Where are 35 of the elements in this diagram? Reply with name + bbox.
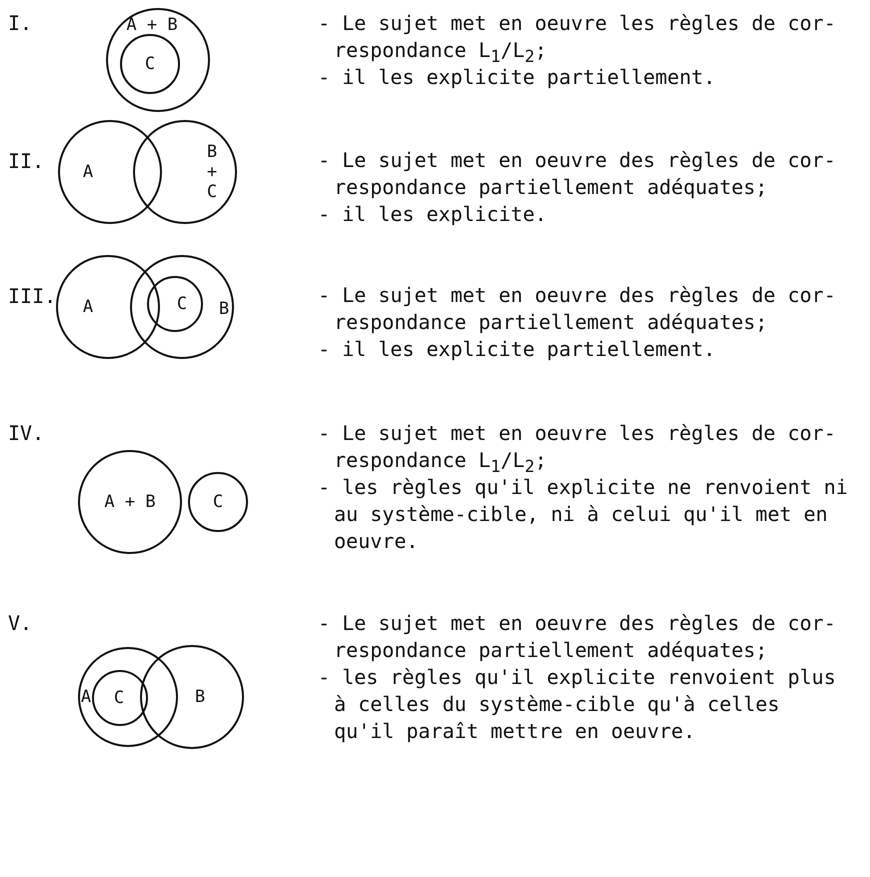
- section-numeral: V.: [8, 610, 32, 637]
- set-label: B + C: [206, 142, 218, 202]
- set-circle: [78, 450, 182, 554]
- set-label: B: [194, 687, 206, 707]
- set-circle: [133, 120, 237, 224]
- set-label: A: [82, 297, 94, 317]
- section-numeral: II.: [8, 148, 44, 175]
- set-circle: [56, 255, 160, 359]
- description-text: - Le sujet met en oeuvre des règles de cor- respondance partiellement adéquates;: [318, 610, 837, 664]
- set-circle: [140, 645, 244, 749]
- description-text: - il les explicite.: [318, 201, 548, 228]
- set-label: A: [80, 687, 92, 707]
- set-label: C: [212, 492, 224, 512]
- set-circle: [147, 276, 203, 332]
- description-text: - les règles qu'il explicite renvoient plus à celles du système-cible qu'à celles qu'il paraît mettre en oeuvre.: [318, 664, 837, 745]
- section-numeral: III.: [8, 283, 56, 310]
- set-circle: [188, 472, 248, 532]
- set-circle: [106, 8, 210, 112]
- set-label: B: [218, 299, 230, 319]
- set-label: A + B: [126, 15, 178, 35]
- set-circle: [120, 34, 180, 94]
- set-circle: [78, 647, 178, 747]
- section-numeral: IV.: [8, 420, 44, 447]
- description-text: - Le sujet met en oeuvre des règles de cor- respondance partiellement adéquates;: [318, 147, 837, 201]
- set-label: A + B: [104, 492, 156, 512]
- set-label: C: [144, 54, 156, 74]
- set-label: C: [114, 688, 124, 708]
- set-label: C: [176, 294, 188, 314]
- set-circle: [92, 670, 148, 726]
- section-numeral: I.: [8, 10, 32, 37]
- description-text: - Le sujet met en oeuvre des règles de cor- respondance partiellement adéquates;: [318, 282, 837, 336]
- set-label: A: [82, 162, 94, 182]
- set-circle: [58, 120, 162, 224]
- set-circle: [130, 255, 234, 359]
- description-text: - il les explicite partiellement.: [318, 336, 716, 363]
